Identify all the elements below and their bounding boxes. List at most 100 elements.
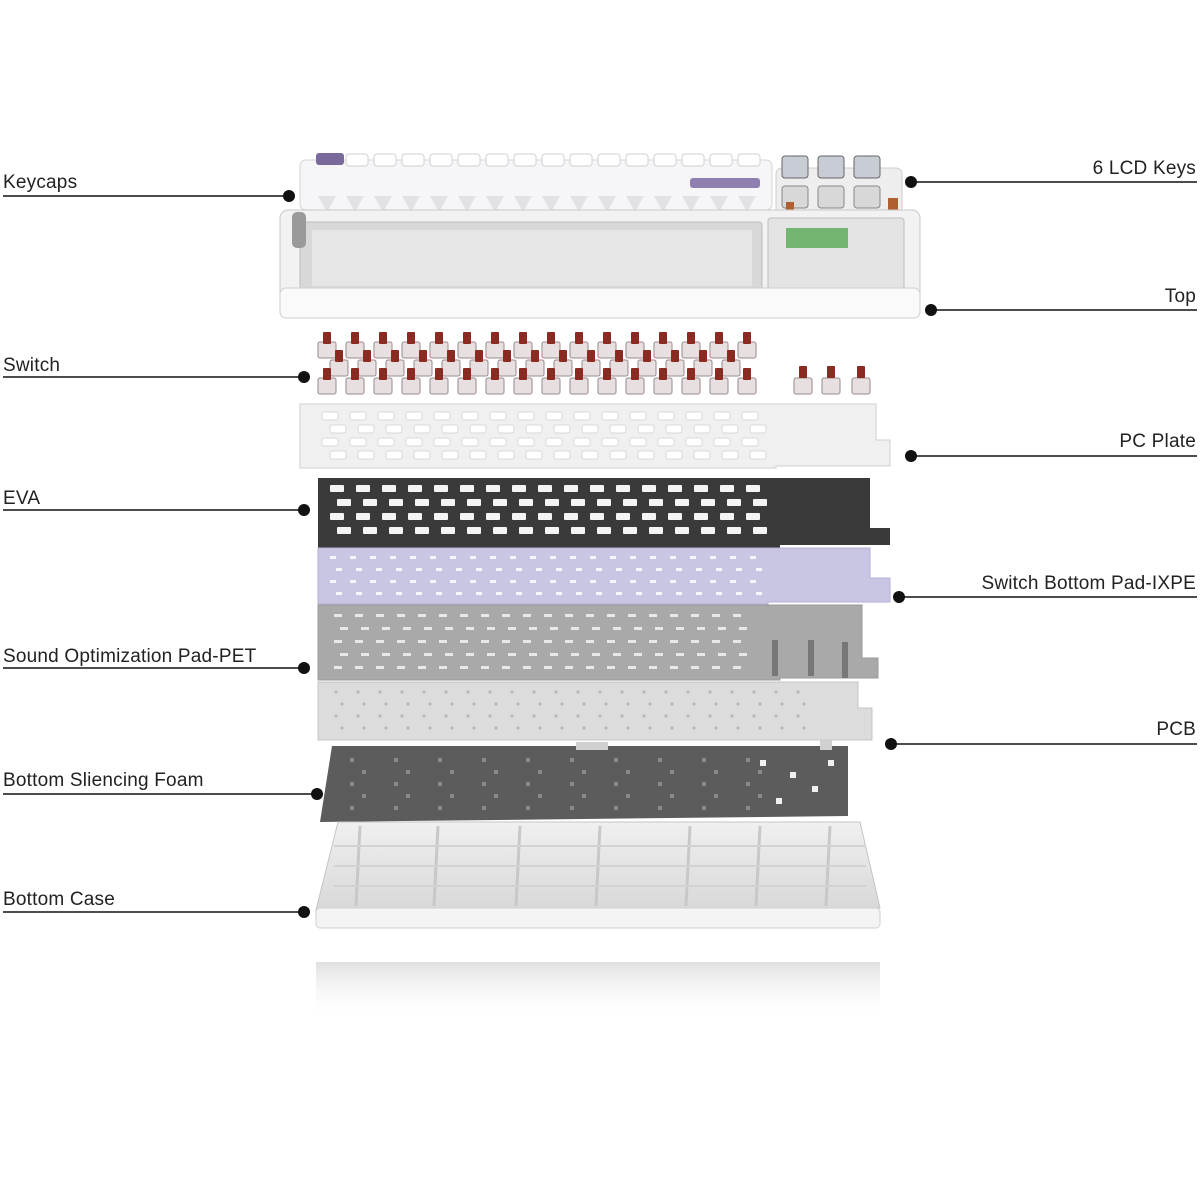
plate-hole	[609, 424, 627, 434]
keycap-stem-shadow	[542, 196, 560, 212]
pet-dot	[586, 666, 594, 669]
foam-dot	[670, 770, 674, 774]
keycap-stem-shadow	[710, 196, 728, 212]
switch-stem	[363, 350, 371, 362]
eva-hole	[538, 513, 552, 520]
pet-dot	[361, 653, 369, 656]
pet-dot	[502, 640, 510, 643]
switch-housing	[653, 341, 673, 359]
pcb-dot	[774, 690, 778, 694]
label-top: Top	[1164, 286, 1196, 307]
pet-dot	[670, 666, 678, 669]
pcb-dot	[488, 690, 492, 694]
pcb-dot	[736, 726, 740, 730]
pcb-dot	[362, 702, 366, 706]
foam-dot	[626, 794, 630, 798]
pcb-dot	[362, 726, 366, 730]
foam-dot	[614, 782, 618, 786]
pcb-dot	[378, 690, 382, 694]
eva-hole	[590, 485, 604, 492]
switch-housing	[665, 359, 685, 377]
label-switch-bottom-pad: Switch Bottom Pad-IXPE	[981, 573, 1196, 594]
pet-dot	[607, 666, 615, 669]
ixpe-dot	[750, 580, 756, 583]
pcb-dot	[494, 702, 498, 706]
eva-hole	[382, 485, 396, 492]
eva-hole	[545, 499, 559, 506]
pcb-dot	[554, 714, 558, 718]
eva-hole	[564, 485, 578, 492]
ixpe-dot	[356, 568, 362, 571]
lcd-key	[781, 155, 809, 179]
pcb-dot	[780, 702, 784, 706]
plate-hole	[385, 450, 403, 460]
pet-dot	[523, 666, 531, 669]
eva-hole	[330, 513, 344, 520]
ixpe-dot	[530, 580, 536, 583]
pet-dot	[565, 614, 573, 617]
foam-dot	[702, 806, 706, 810]
switch-stem	[659, 332, 667, 344]
ixpe-dot	[656, 568, 662, 571]
switch-housing	[413, 359, 433, 377]
leader-dot-pc-plate	[905, 450, 917, 462]
ixpe-dot	[656, 592, 662, 595]
plate-hole	[489, 437, 507, 447]
ixpe-dot	[416, 592, 422, 595]
foam-dot	[350, 758, 354, 762]
pet-dot	[733, 666, 741, 669]
switch-housing	[737, 341, 757, 359]
switch-stem	[407, 332, 415, 344]
eva-hole	[460, 485, 474, 492]
pcb-dot	[378, 714, 382, 718]
switch-stem	[715, 332, 723, 344]
switch-stem	[519, 368, 527, 380]
keycap	[737, 153, 761, 167]
pet-dot	[676, 653, 684, 656]
pcb-dot	[730, 714, 734, 718]
ixpe-dot	[510, 556, 516, 559]
switch-stem	[379, 332, 387, 344]
ixpe-dot	[516, 568, 522, 571]
plate-hole	[553, 424, 571, 434]
plate-hole	[517, 411, 535, 421]
pcb-dot	[532, 714, 536, 718]
pet-dot	[523, 614, 531, 617]
foam-dot	[570, 806, 574, 810]
ixpe-dot	[676, 568, 682, 571]
pet-dot	[403, 653, 411, 656]
ixpe-dot	[550, 556, 556, 559]
pet-dot	[460, 614, 468, 617]
pcb-dot	[356, 690, 360, 694]
eva-hole	[493, 527, 507, 534]
ixpe-dot	[576, 592, 582, 595]
switch-housing	[385, 359, 405, 377]
eva-hole	[434, 513, 448, 520]
switch-stem	[323, 332, 331, 344]
pet-dot	[739, 653, 747, 656]
eva-hole	[623, 527, 637, 534]
pcb-dot	[714, 726, 718, 730]
switch-housing	[485, 341, 505, 359]
pcb-dot	[466, 690, 470, 694]
plate-hole	[405, 437, 423, 447]
keycap-row	[318, 196, 756, 212]
bottom-case-shadow	[316, 962, 880, 1022]
pet-dot	[418, 614, 426, 617]
switch-housing	[693, 359, 713, 377]
pet-dot	[418, 640, 426, 643]
switch-stem	[743, 332, 751, 344]
pcb-dot	[620, 690, 624, 694]
switch-housing	[345, 341, 365, 359]
ixpe-dot	[716, 568, 722, 571]
plate-hole	[405, 411, 423, 421]
pet-dot	[697, 653, 705, 656]
pcb-dots	[334, 690, 806, 730]
ixpe-shape	[317, 547, 891, 605]
pcb-dot	[406, 726, 410, 730]
eva-hole	[512, 513, 526, 520]
ixpe-dot	[576, 568, 582, 571]
switch-housing	[625, 377, 645, 395]
foam-tab	[820, 740, 832, 750]
plate-hole	[525, 424, 543, 434]
